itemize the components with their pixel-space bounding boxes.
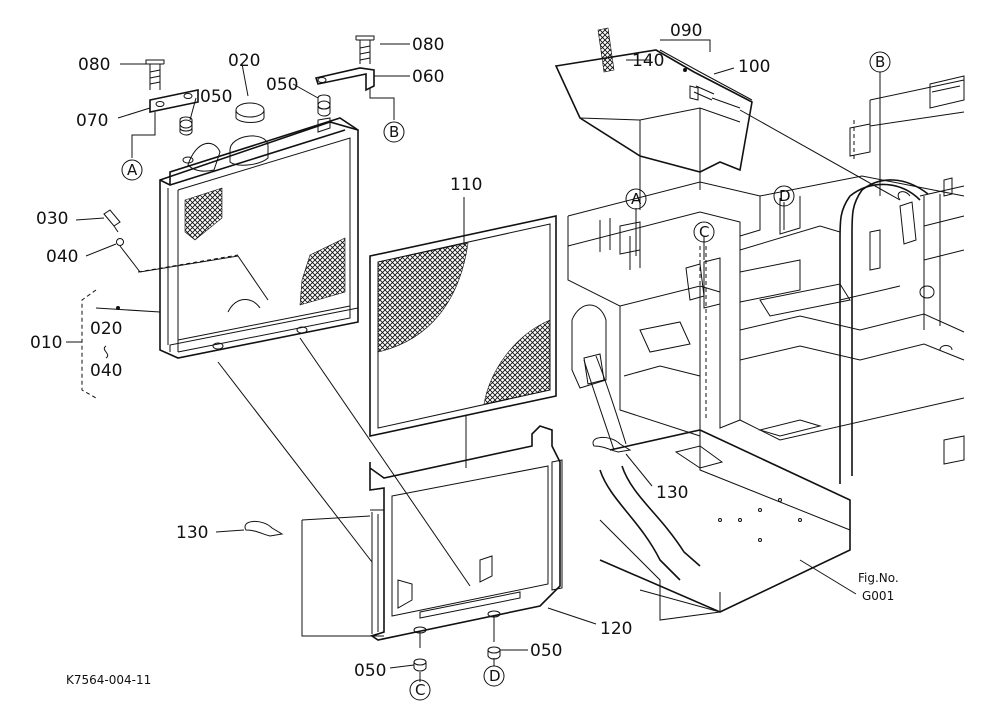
label-040: 040 xyxy=(46,247,78,267)
callout-a2: A xyxy=(631,190,642,208)
callout-d1: D xyxy=(779,187,791,205)
label-080a: 080 xyxy=(78,55,110,75)
screen-110 xyxy=(369,197,557,468)
frame-120 xyxy=(215,337,597,682)
label-070: 070 xyxy=(76,111,108,131)
label-040-range: 040 xyxy=(90,361,122,381)
fig-label: Fig.No. xyxy=(858,571,899,585)
callout-d2-circle xyxy=(483,665,505,687)
label-110: 110 xyxy=(450,175,482,195)
label-100: 100 xyxy=(738,57,770,77)
label-020: 020 xyxy=(228,51,260,71)
callout-c1: C xyxy=(699,223,709,241)
label-020-range: 020 xyxy=(90,319,122,339)
callout-b1: B xyxy=(389,123,399,141)
label-130a: 130 xyxy=(176,523,208,543)
figure-info: Fig.No. G001 K7564-004-11 xyxy=(66,571,899,687)
machine-frame xyxy=(554,27,965,621)
label-050c: 050 xyxy=(354,661,386,681)
callout-b1-circle xyxy=(383,121,405,143)
label-010: 010 xyxy=(30,333,62,353)
callout-letters: A B A B C D C D xyxy=(127,53,885,699)
callout-b2-circle xyxy=(869,51,891,73)
label-130b: 130 xyxy=(656,483,688,503)
part-number-labels: 080 020 050 050 070 080 060 030 040 010 … xyxy=(30,21,770,681)
label-050d: 050 xyxy=(530,641,562,661)
label-050a: 050 xyxy=(200,87,232,107)
label-050b: 050 xyxy=(266,75,298,95)
label-140: 140 xyxy=(632,51,664,71)
label-120: 120 xyxy=(600,619,632,639)
callout-a1: A xyxy=(127,161,138,179)
label-060: 060 xyxy=(412,67,444,87)
drawing-code: K7564-004-11 xyxy=(66,673,151,687)
fig-number: G001 xyxy=(862,589,894,603)
radiator xyxy=(103,100,359,359)
callout-a1-circle xyxy=(121,159,143,181)
callout-c2: C xyxy=(415,681,425,699)
label-080b: 080 xyxy=(412,35,444,55)
callout-a2-circle xyxy=(625,188,647,210)
callout-c1-circle xyxy=(693,221,715,243)
bolts-and-stays xyxy=(66,35,410,399)
label-030: 030 xyxy=(36,209,68,229)
callout-b2: B xyxy=(875,53,885,71)
callout-d2: D xyxy=(489,667,501,685)
label-090: 090 xyxy=(670,21,702,41)
callout-c2-circle xyxy=(409,679,431,701)
callout-d1-circle xyxy=(773,185,795,207)
callout-circles xyxy=(121,51,891,701)
